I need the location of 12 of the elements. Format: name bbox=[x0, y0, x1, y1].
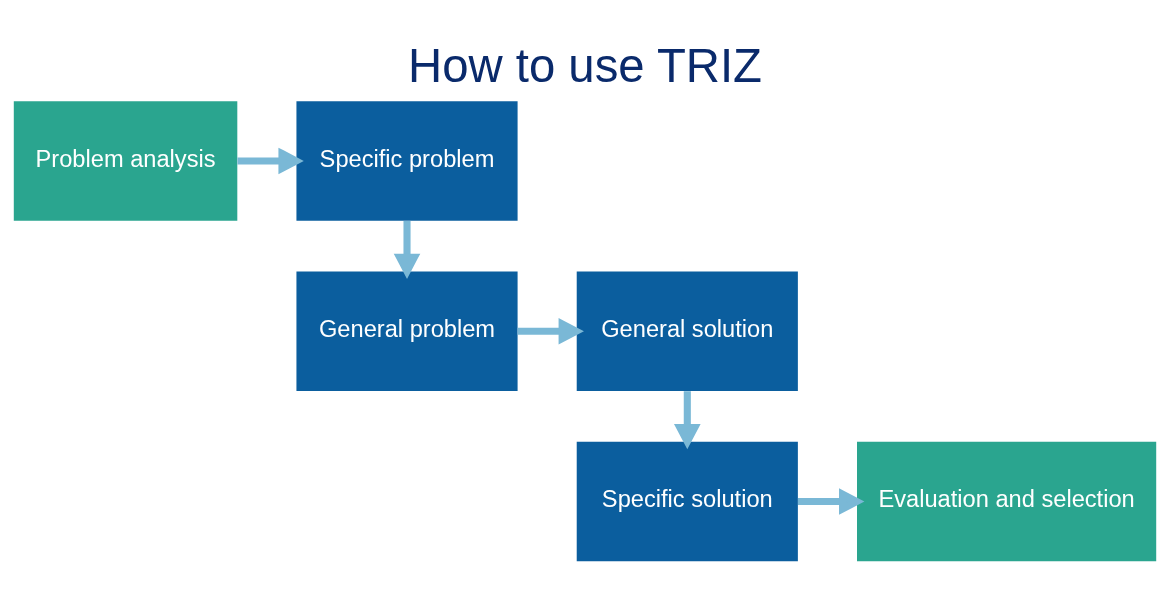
node-box: Specific solution bbox=[576, 441, 798, 561]
node-box: General solution bbox=[576, 271, 798, 391]
arrow bbox=[673, 390, 701, 449]
arrow bbox=[798, 487, 865, 515]
node-box: Problem analysis bbox=[13, 100, 238, 221]
node-box: Evaluation and selection bbox=[857, 441, 1157, 561]
arrow bbox=[393, 220, 421, 279]
node-box: Specific problem bbox=[296, 100, 518, 221]
arrow bbox=[237, 147, 304, 174]
node-box: General problem bbox=[296, 271, 518, 391]
diagram-title: How to use TRIZ bbox=[408, 38, 762, 92]
arrow bbox=[517, 317, 584, 345]
